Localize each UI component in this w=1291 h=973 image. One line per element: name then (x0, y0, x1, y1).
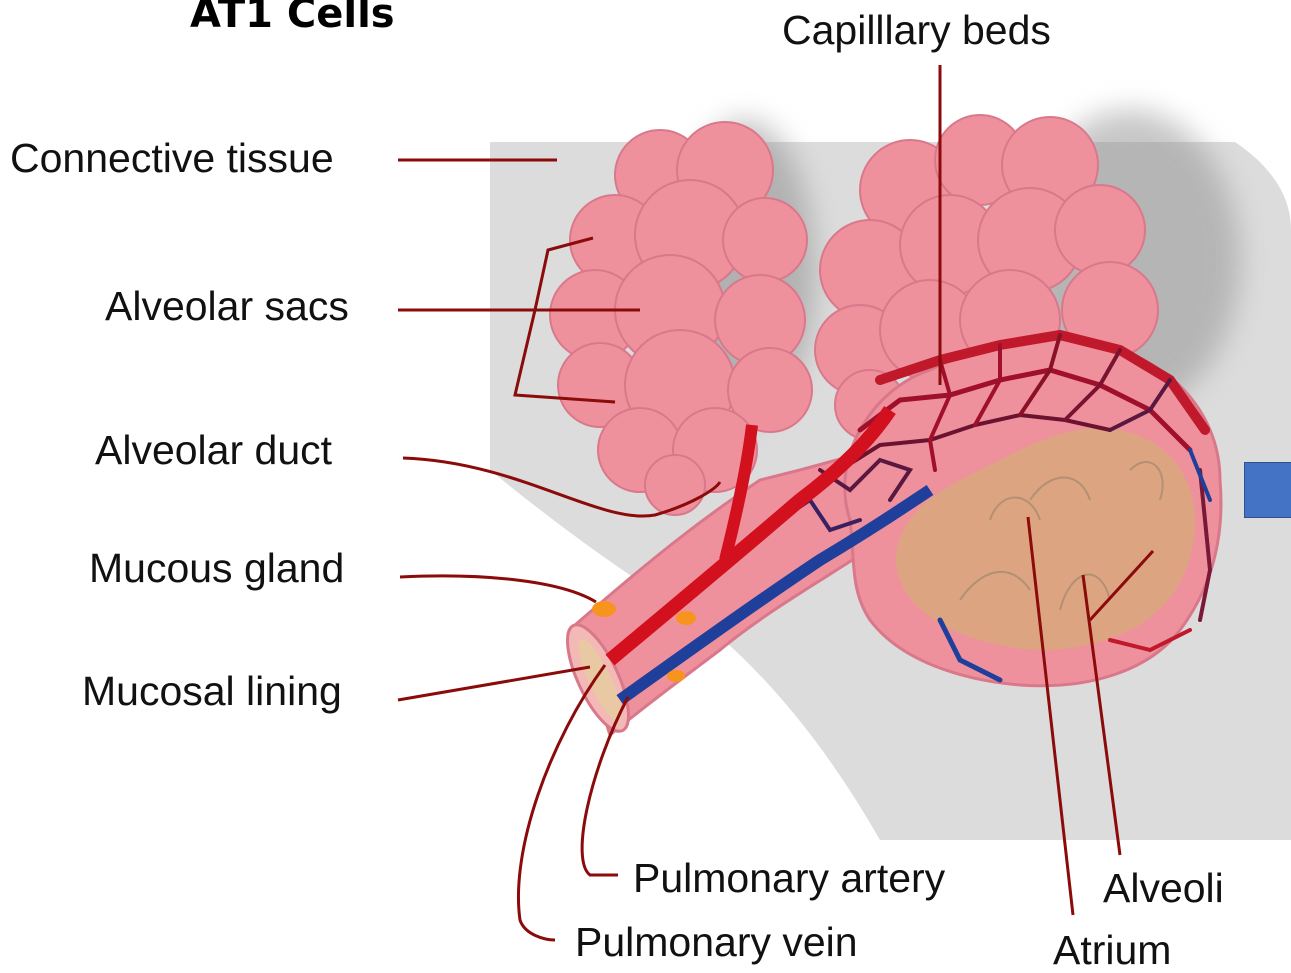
label-mucosal-lining: Mucosal lining (82, 671, 342, 712)
leader-mucosal-lining (398, 667, 590, 700)
label-pulmonary-artery: Pulmonary artery (633, 858, 945, 899)
label-alveolar-sacs: Alveolar sacs (105, 286, 349, 327)
label-mucous-gland: Mucous gland (89, 548, 344, 589)
slide-title: AT1 Cells (190, 0, 395, 34)
label-alveolar-duct: Alveolar duct (95, 430, 332, 471)
label-atrium: Atrium (1053, 930, 1171, 971)
label-pulmonary-vein: Pulmonary vein (575, 922, 858, 963)
leader-mucous-gland (400, 576, 596, 602)
label-alveoli: Alveoli (1103, 868, 1224, 909)
label-capillary-beds: Capilllary beds (782, 10, 1051, 51)
label-connective-tissue: Connective tissue (10, 138, 334, 179)
slide-shape (1244, 462, 1291, 518)
